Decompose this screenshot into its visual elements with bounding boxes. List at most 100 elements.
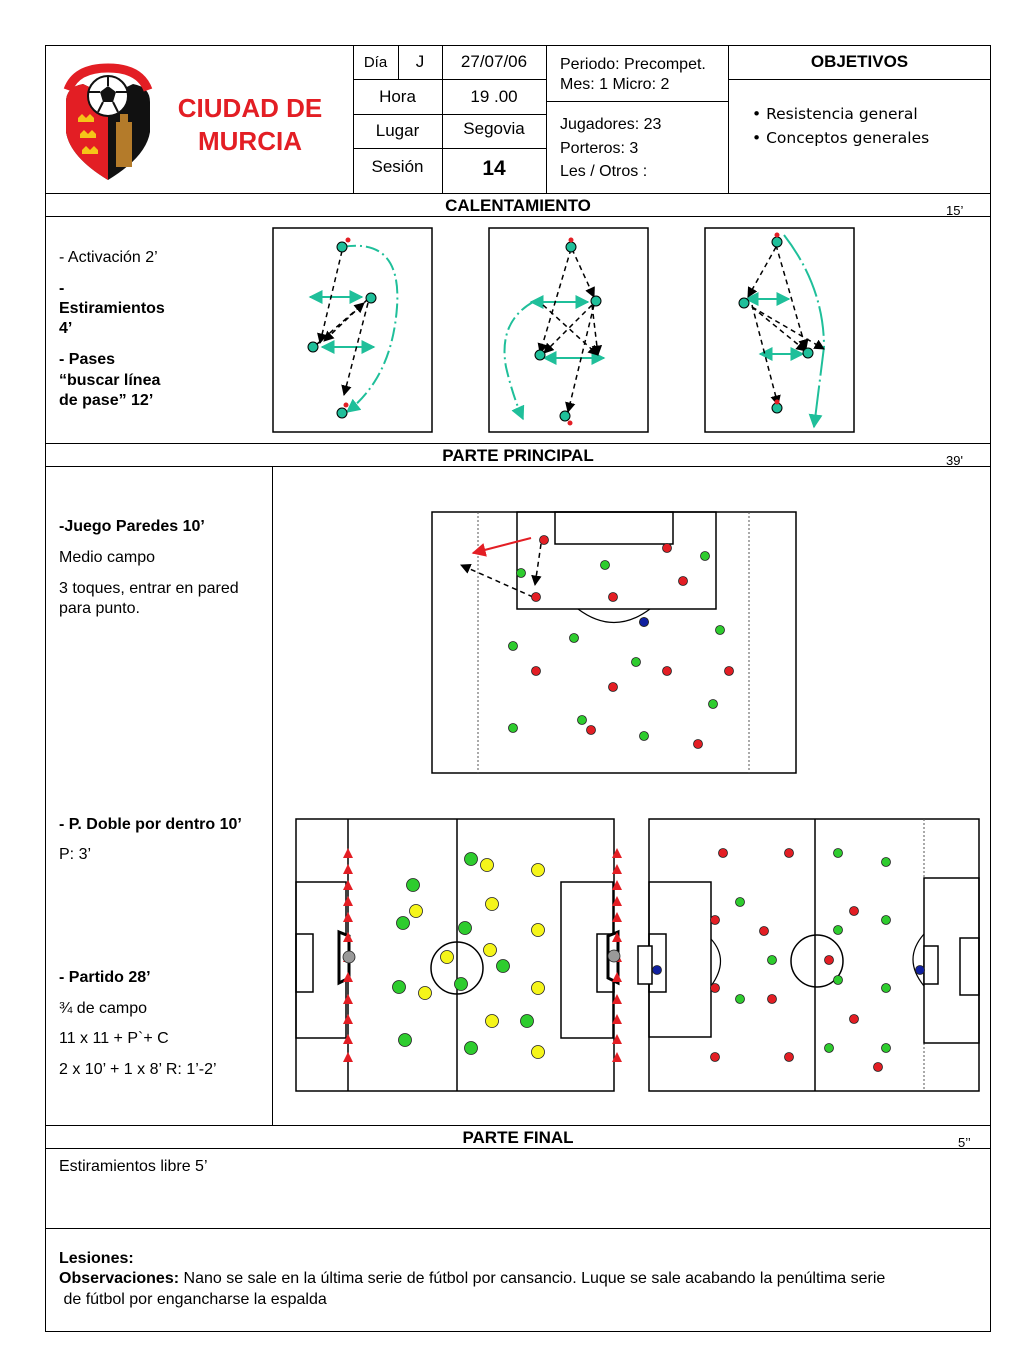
calentamiento-item-estiramientos: Estiramientos — [59, 300, 165, 317]
header-divider — [546, 45, 547, 193]
goalkeeper — [915, 965, 925, 975]
cone-marker — [612, 994, 622, 1004]
calentamiento-item-pases-l2: “buscar línea — [59, 372, 161, 389]
ex3-line1: ¾ de campo — [59, 1000, 148, 1017]
date-value: 27/07/06 — [460, 52, 528, 71]
green-player — [833, 848, 843, 858]
red-player — [824, 955, 834, 965]
header-divider — [546, 101, 728, 102]
red-player — [784, 1052, 794, 1062]
cone-marker — [612, 932, 622, 942]
periodo: Periodo: Precompet. — [560, 56, 706, 73]
red-player — [662, 666, 672, 676]
green-player — [639, 731, 649, 741]
warmup-diagram-2 — [488, 227, 649, 433]
ex3-line3: 2 x 10’ + 1 x 8’ R: 1’-2’ — [59, 1061, 217, 1078]
header-divider — [353, 45, 354, 193]
cone-marker — [612, 1034, 622, 1044]
cone-marker — [343, 880, 353, 890]
green-player — [508, 641, 518, 651]
cone-marker — [612, 880, 622, 890]
club-name-line2: MURCIA — [198, 126, 302, 156]
cone-marker — [612, 912, 622, 922]
club-crest-logo — [63, 63, 153, 180]
cone-marker — [343, 972, 353, 982]
yellow-player — [418, 986, 432, 1000]
doble-por-dentro-diagram — [295, 818, 622, 1092]
green-player — [520, 1014, 534, 1028]
dia-label: Día — [363, 53, 388, 71]
player-dots — [342, 848, 622, 1062]
header-divider — [728, 79, 991, 80]
cone-marker — [343, 848, 353, 858]
green-player — [881, 983, 891, 993]
yellow-player — [483, 943, 497, 957]
ex1-title: -Juego Paredes 10’ — [59, 518, 205, 535]
juego-paredes-diagram — [431, 511, 797, 774]
calentamiento-item-activacion: - Activación 2’ — [59, 249, 158, 266]
green-player — [464, 1041, 478, 1055]
red-player — [849, 1014, 859, 1024]
section-divider — [45, 193, 991, 194]
principal-divider — [272, 466, 273, 1125]
green-player — [767, 955, 777, 965]
cone-marker — [612, 848, 622, 858]
calentamiento-item-dash: - — [59, 280, 65, 297]
red-player — [608, 682, 618, 692]
objetivo-item: • Conceptos generales — [752, 129, 930, 147]
red-player — [710, 1052, 720, 1062]
red-player — [539, 535, 549, 545]
green-player — [833, 975, 843, 985]
section-divider — [45, 216, 991, 217]
green-player — [715, 625, 725, 635]
header-divider — [353, 79, 546, 80]
goalkeeper — [652, 965, 662, 975]
cone-marker — [343, 1034, 353, 1044]
green-player — [824, 1043, 834, 1053]
sesion-value: 14 — [482, 157, 506, 180]
observaciones-line2: de fútbol por engancharse la espalda — [59, 1291, 327, 1308]
cone-marker — [343, 896, 353, 906]
green-player — [458, 921, 472, 935]
green-player — [569, 633, 579, 643]
calentamiento-item-pases: - Pases — [59, 351, 116, 368]
red-player — [710, 915, 720, 925]
cone-marker — [612, 972, 622, 982]
principal-duration: 39' — [946, 453, 963, 468]
green-player — [833, 925, 843, 935]
green-player — [881, 1043, 891, 1053]
green-player — [708, 699, 718, 709]
green-player — [398, 1033, 412, 1047]
cone-marker — [612, 896, 622, 906]
ex2-title: - P. Doble por dentro 10’ — [59, 816, 242, 833]
goalkeeper — [342, 950, 356, 964]
jugadores: Jugadores: 23 — [560, 116, 662, 133]
goalkeeper — [607, 949, 621, 963]
ex3-line2: 11 x 11 + P`+ C — [59, 1030, 169, 1047]
green-player — [700, 551, 710, 561]
header-divider — [398, 45, 399, 79]
section-divider — [45, 466, 991, 467]
sesion-label: Sesión — [371, 157, 424, 176]
green-player — [881, 857, 891, 867]
green-player — [406, 878, 420, 892]
red-player — [784, 848, 794, 858]
green-player — [392, 980, 406, 994]
calentamiento-item-estiramientos-time: 4’ — [59, 320, 73, 337]
green-player — [454, 977, 468, 991]
yellow-player — [531, 1045, 545, 1059]
warmup-diagram-3 — [704, 227, 855, 433]
green-player — [735, 994, 745, 1004]
red-player — [724, 666, 734, 676]
final-title: PARTE FINAL — [462, 1128, 574, 1147]
green-player — [508, 723, 518, 733]
green-player — [464, 852, 478, 866]
observaciones-line1: Observaciones: Nano se sale en la última… — [59, 1269, 885, 1289]
cone-marker — [612, 1052, 622, 1062]
red-player — [586, 725, 596, 735]
final-duration: 5’’ — [958, 1135, 971, 1150]
red-player — [531, 666, 541, 676]
hora-label: Hora — [379, 86, 416, 106]
cone-marker — [343, 1052, 353, 1062]
player-dots — [652, 848, 925, 1072]
